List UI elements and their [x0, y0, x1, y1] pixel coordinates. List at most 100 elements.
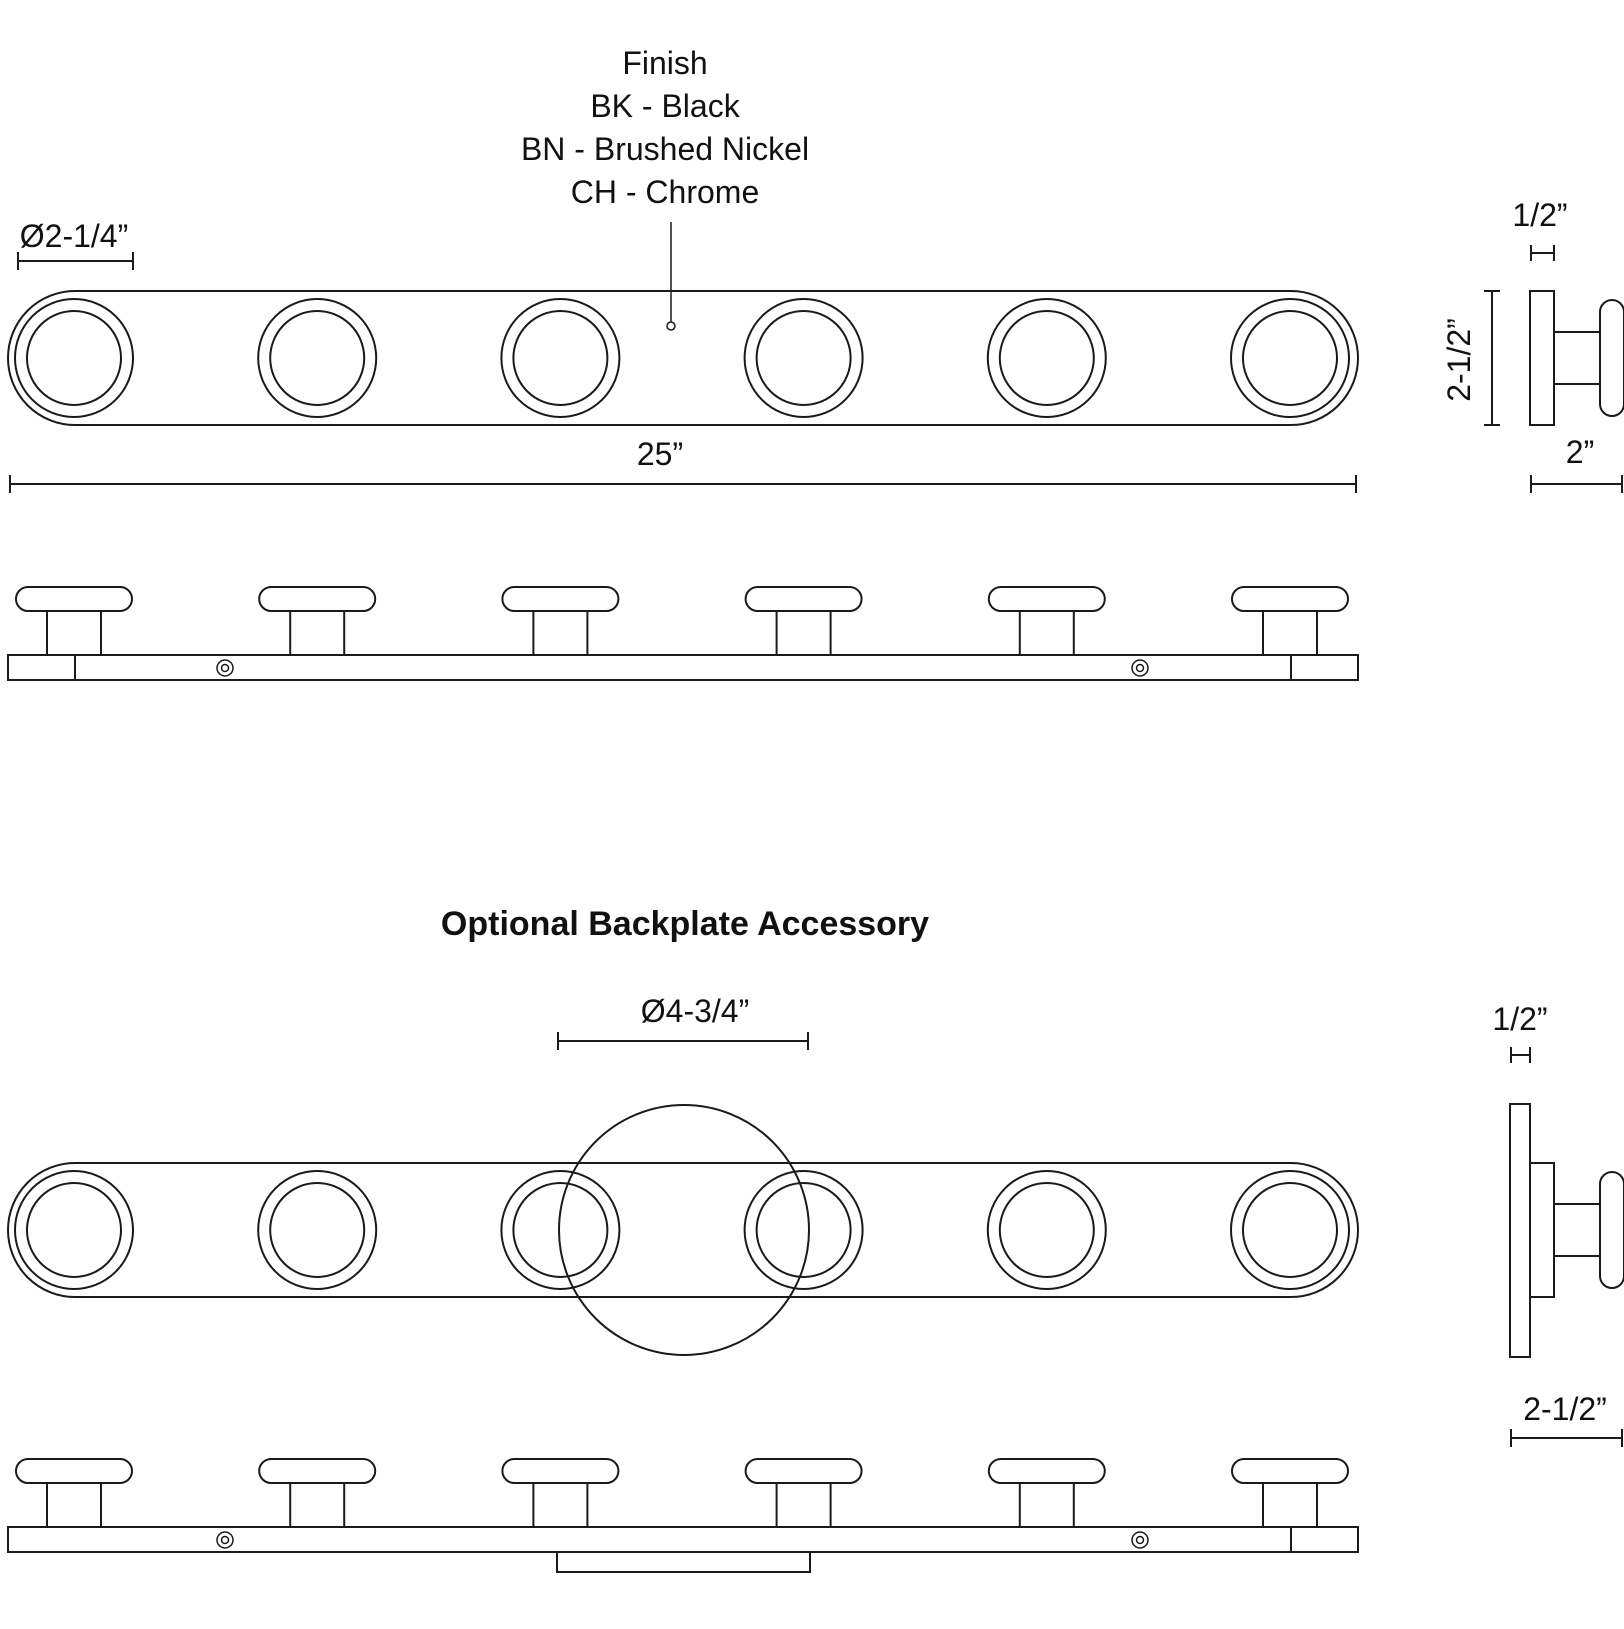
hook-cap-top-2: [258, 586, 377, 612]
hook-outer-ring-top-1: [14, 298, 134, 418]
hook-inner-ring-top-2: [269, 310, 366, 406]
hook-cap-top-5: [987, 586, 1106, 612]
hook-stem-bottom-1: [46, 1482, 102, 1528]
side-plate-bottom: [1529, 1162, 1555, 1298]
depth-bottom-dim: [1510, 1429, 1623, 1447]
hook-inner-ring-top-5: [998, 310, 1095, 406]
hook-group-front-bottom: [14, 1170, 1350, 1290]
hook-stem-bottom-4: [775, 1482, 832, 1528]
hook-cap-top-6: [1231, 586, 1349, 612]
depth-top-dim: [1530, 475, 1623, 493]
side-view-top: 1/2” 2-1/2” 2”: [1441, 197, 1624, 493]
rail-profile-bottom: [7, 1526, 1359, 1553]
hook-outer-ring-bottom-3: [500, 1170, 621, 1290]
side-stem-bottom: [1553, 1203, 1601, 1257]
depth-bottom-label: 2-1/2”: [1523, 1391, 1607, 1427]
hook-inner-ring-bottom-4: [755, 1182, 852, 1278]
finish-option-ch: CH - Chrome: [571, 174, 759, 210]
hook-stem-bottom-2: [289, 1482, 346, 1528]
hook-inner-ring-top-4: [755, 310, 852, 406]
hook-inner-ring-top-6: [1242, 310, 1338, 406]
hook-stem-top-5: [1018, 610, 1075, 656]
rail-front-top: [7, 290, 1359, 426]
hook-cap-bottom-2: [258, 1458, 377, 1484]
hook-inner-ring-bottom-6: [1242, 1182, 1338, 1278]
hook-outer-ring-top-2: [257, 298, 378, 418]
side-plate-top: [1529, 290, 1555, 426]
rail-profile-top: [7, 654, 1359, 681]
hook-profile-group-top: [15, 586, 1349, 656]
side-hook-cap-bottom: [1599, 1171, 1624, 1289]
hook-inner-ring-top-1: [26, 310, 122, 406]
hook-outer-ring-top-5: [986, 298, 1107, 418]
hook-cap-bottom-3: [501, 1458, 620, 1484]
hook-stem-bottom-5: [1018, 1482, 1075, 1528]
rail-front-bottom: [7, 1162, 1359, 1298]
screw-right-bottom: [1131, 1531, 1149, 1549]
finish-heading: Finish: [622, 45, 707, 81]
hook-cap-bottom-6: [1231, 1458, 1349, 1484]
side-hook-cap-top: [1599, 299, 1624, 417]
depth-top-label: 2”: [1566, 434, 1594, 470]
accessory-title: Optional Backplate Accessory: [441, 905, 929, 943]
hook-stem-top-3: [532, 610, 589, 656]
screw-left-top: [216, 659, 234, 677]
bottom-view-top: [7, 586, 1359, 681]
backplate-diameter-label: Ø4-3/4”: [641, 993, 749, 1029]
hook-stem-bottom-6: [1262, 1482, 1318, 1528]
overall-length-dim-line: [9, 475, 1357, 493]
hook-outer-ring-bottom-5: [986, 1170, 1107, 1290]
hook-profile-group-bottom: [15, 1458, 1349, 1528]
side-backplate-bottom: [1509, 1103, 1531, 1358]
hook-outer-ring-top-4: [743, 298, 864, 418]
plate-thickness-bottom-label: 1/2”: [1492, 1001, 1547, 1037]
screw-left-bottom: [216, 1531, 234, 1549]
screw-right-top: [1131, 659, 1149, 677]
plate-thickness-top-label: 1/2”: [1512, 197, 1567, 233]
backplate-diameter-dim-line: [557, 1032, 809, 1050]
hook-inner-ring-bottom-3: [512, 1182, 609, 1278]
finish-option-bk: BK - Black: [590, 88, 740, 124]
hook-outer-ring-top-6: [1230, 298, 1350, 418]
finish-leader-dot: [666, 321, 676, 331]
hook-outer-ring-bottom-1: [14, 1170, 134, 1290]
hook-cap-bottom-1: [15, 1458, 133, 1484]
backplate-profile: [556, 1551, 811, 1573]
side-stem-top: [1553, 331, 1601, 385]
front-view-top: Ø2-1/4” 25”: [7, 218, 1359, 493]
height-dim-line: [1484, 290, 1500, 426]
hook-cap-bottom-4: [744, 1458, 863, 1484]
hook-inner-ring-top-3: [512, 310, 609, 406]
hook-stem-top-6: [1262, 610, 1318, 656]
hook-stem-top-2: [289, 610, 346, 656]
front-view-bottom: Ø4-3/4”: [7, 993, 1359, 1356]
hook-diameter-dim-line: [17, 252, 134, 270]
hook-stem-top-4: [775, 610, 832, 656]
hook-cap-bottom-5: [987, 1458, 1106, 1484]
hook-inner-ring-bottom-1: [26, 1182, 122, 1278]
hook-stem-bottom-3: [532, 1482, 589, 1528]
hook-outer-ring-bottom-2: [257, 1170, 378, 1290]
finish-option-bn: BN - Brushed Nickel: [521, 131, 809, 167]
hook-group-front-top: [14, 298, 1350, 418]
backplate-disc: [558, 1104, 810, 1356]
hook-inner-ring-bottom-2: [269, 1182, 366, 1278]
plate-thickness-top-dim: [1530, 245, 1555, 261]
hook-inner-ring-bottom-5: [998, 1182, 1095, 1278]
hook-cap-top-1: [15, 586, 133, 612]
plate-thickness-bottom-dim: [1510, 1047, 1531, 1063]
height-label: 2-1/2”: [1441, 318, 1477, 402]
hook-outer-ring-bottom-4: [743, 1170, 864, 1290]
hook-stem-top-1: [46, 610, 102, 656]
overall-length-label: 25”: [637, 436, 683, 472]
hook-outer-ring-bottom-6: [1230, 1170, 1350, 1290]
bottom-view-bottom: [7, 1458, 1359, 1573]
side-view-bottom: 1/2” 2-1/2”: [1492, 1001, 1624, 1447]
hook-cap-top-3: [501, 586, 620, 612]
hook-diameter-label: Ø2-1/4”: [20, 218, 128, 254]
hook-cap-top-4: [744, 586, 863, 612]
hook-outer-ring-top-3: [500, 298, 621, 418]
finish-callout: Finish BK - Black BN - Brushed Nickel CH…: [521, 45, 809, 331]
